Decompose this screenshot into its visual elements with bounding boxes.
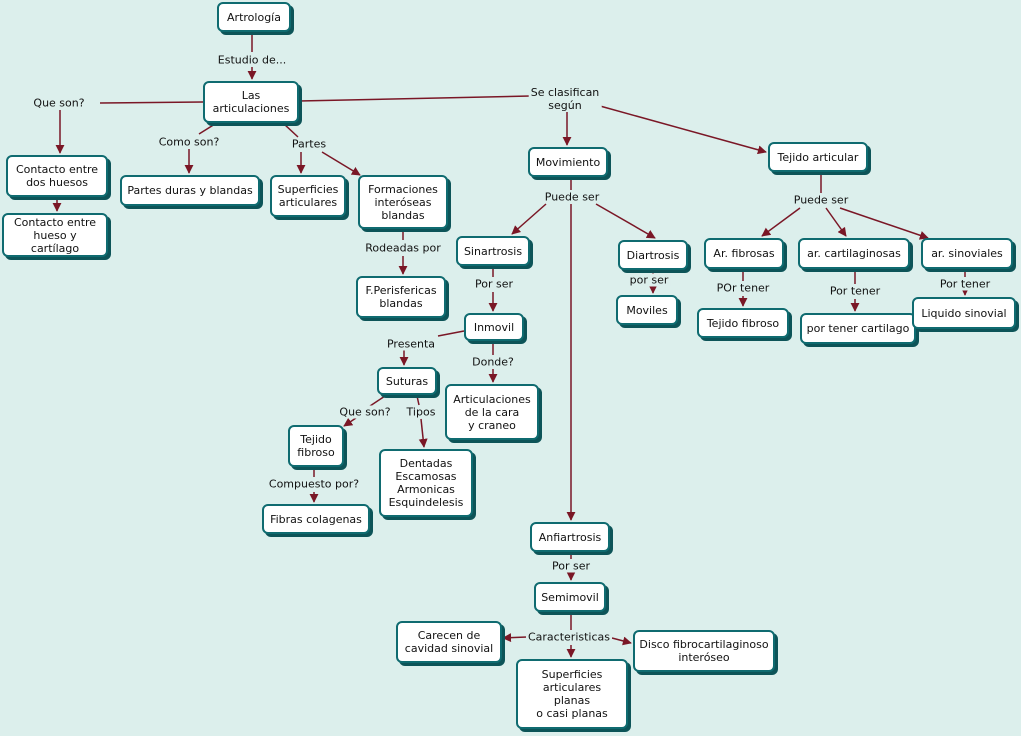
connector-line	[298, 95, 531, 102]
node-ar-cartilaginosas[interactable]: ar. cartilaginosas	[798, 238, 910, 269]
connector-line	[418, 418, 428, 448]
link-label-que-son-1: Que son?	[31, 96, 87, 110]
node-movimiento[interactable]: Movimiento	[528, 147, 608, 177]
node-carecen-cavidad-sinovial[interactable]: Carecen de cavidad sinovial	[396, 621, 502, 663]
link-label-caracteristicas: Caracteristicas	[525, 630, 613, 644]
link-label-presenta: Presenta	[384, 337, 438, 351]
link-label-puede-ser-2: Puede ser	[791, 193, 851, 207]
connector-line	[321, 151, 361, 176]
node-partes-duras-blandas[interactable]: Partes duras y blandas	[120, 175, 260, 206]
connector-line	[99, 101, 204, 104]
link-label-estudio: Estudio de...	[215, 53, 289, 67]
link-label-partes: Partes	[289, 137, 329, 151]
link-label-puede-ser-1: Puede ser	[542, 190, 602, 204]
connector-line	[825, 207, 847, 237]
node-formaciones-interoseas[interactable]: Formaciones interóseas blandas	[358, 175, 448, 229]
connector-line	[343, 417, 357, 427]
node-tejido-articular[interactable]: Tejido articular	[768, 142, 868, 172]
connector-line	[599, 105, 767, 155]
connector-line	[198, 123, 216, 135]
connector-line	[416, 395, 420, 406]
node-artrologia[interactable]: Artrología	[217, 2, 291, 32]
node-tejido-fibroso-suturas[interactable]: Tejido fibroso	[288, 425, 344, 467]
link-label-que-son-2: Que son?	[337, 405, 393, 419]
node-liquido-sinovial[interactable]: Liquido sinovial	[912, 297, 1016, 329]
link-label-por-tener-1: POr tener	[714, 281, 772, 295]
link-label-como-son: Como son?	[156, 135, 222, 149]
node-superficies-articulares[interactable]: Superficies articulares	[270, 175, 346, 217]
link-label-se-clasifican: Se clasifican según	[528, 86, 602, 112]
link-label-por-ser-3: Por ser	[549, 559, 593, 573]
connector-line	[761, 207, 801, 237]
connector-line	[437, 330, 465, 337]
node-por-tener-cartilago[interactable]: por tener cartilago	[800, 313, 916, 344]
node-contacto-hueso-cartilago[interactable]: Contacto entre hueso y cartílago	[2, 213, 108, 257]
node-fibras-colagenas[interactable]: Fibras colagenas	[262, 504, 370, 534]
link-label-por-ser-2: por ser	[627, 273, 671, 287]
node-moviles[interactable]: Moviles	[616, 295, 678, 325]
node-articulaciones-cara[interactable]: Articulaciones de la cara y craneo	[445, 384, 539, 440]
node-ar-fibrosas[interactable]: Ar. fibrosas	[704, 238, 784, 269]
link-label-por-tener-3: Por tener	[937, 277, 993, 291]
connector-line	[511, 203, 547, 235]
connector-line	[595, 203, 656, 239]
connector-line	[839, 207, 929, 240]
link-label-por-ser-1: Por ser	[472, 277, 516, 291]
link-label-por-tener-2: Por tener	[827, 284, 883, 298]
link-label-compuesto: Compuesto por?	[266, 477, 362, 491]
link-label-donde: Donde?	[470, 355, 516, 369]
node-contacto-dos-huesos[interactable]: Contacto entre dos huesos	[6, 155, 108, 197]
node-tejido-fibroso[interactable]: Tejido fibroso	[697, 308, 789, 338]
node-semimovil[interactable]: Semimovil	[534, 582, 606, 612]
node-superficies-planas[interactable]: Superficies articulares planas o casi pl…	[516, 659, 628, 729]
connector-line	[369, 395, 386, 407]
node-diartrosis[interactable]: Diartrosis	[618, 240, 688, 270]
connector-line	[283, 123, 299, 138]
node-las-articulaciones[interactable]: Las articulaciones	[203, 81, 299, 123]
node-disco-fibrocartilaginoso[interactable]: Disco fibrocartilaginoso interóseo	[633, 630, 775, 672]
node-sinartrosis[interactable]: Sinartrosis	[456, 236, 530, 266]
node-anfiartrosis[interactable]: Anfiartrosis	[530, 522, 610, 552]
node-suturas[interactable]: Suturas	[377, 367, 437, 395]
link-label-tipos: Tipos	[404, 405, 438, 419]
node-inmovil[interactable]: Inmovil	[464, 313, 524, 341]
connector-line	[611, 636, 632, 646]
node-perisfericas-blandas[interactable]: F.Perisfericas blandas	[356, 276, 446, 318]
node-tipos-suturas[interactable]: Dentadas Escamosas Armonicas Esquindeles…	[379, 449, 473, 517]
link-label-rodeadas: Rodeadas por	[363, 241, 443, 255]
node-ar-sinoviales[interactable]: ar. sinoviales	[921, 238, 1013, 269]
connector-line	[502, 633, 528, 643]
